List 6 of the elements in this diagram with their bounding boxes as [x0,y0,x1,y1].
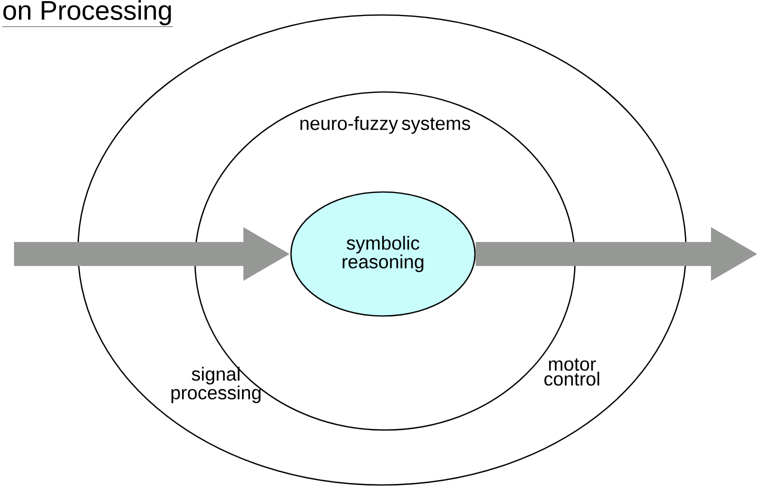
ring-label: neuro-fuzzy systems [300,116,470,134]
ring-label: signal processing [171,366,261,404]
heading: on Processing [2,0,173,27]
ring-label: motor control [544,358,600,386]
ring-label: symbolic reasoning [342,236,424,272]
core-ellipse [290,191,476,317]
